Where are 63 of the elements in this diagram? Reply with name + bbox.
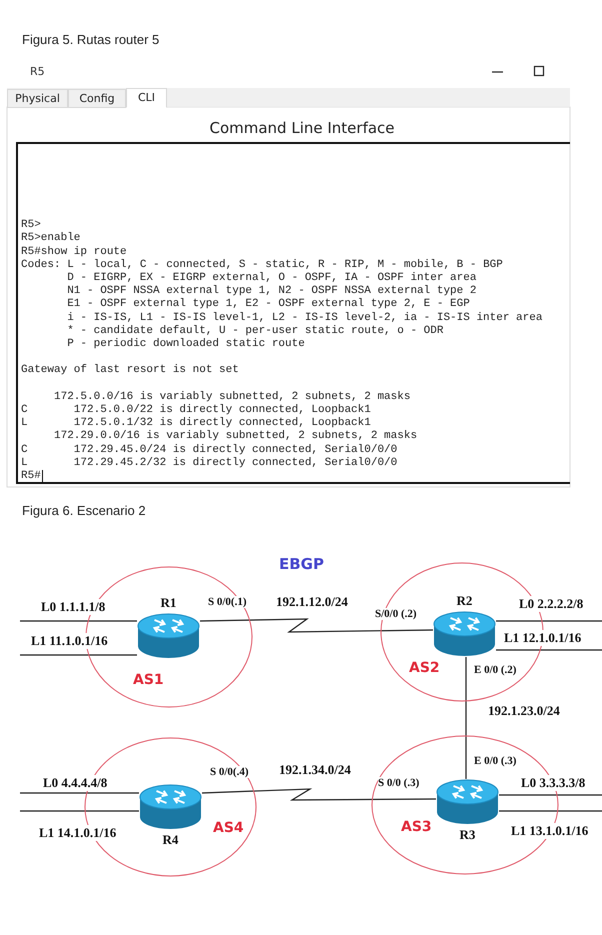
loopback-label: L1 12.1.0.1/16 [503,630,582,646]
terminal-line: E1 - OSPF external type 1, E2 - OSPF external type 2, E - EGP [67,298,470,310]
loopback-label: L0 3.3.3.3/8 [520,775,586,791]
loopback-label: L1 13.1.0.1/16 [510,823,590,839]
terminal-line: i - IS-IS, L1 - IS-IS level-1, L2 - IS-IS level-2, ia - IS-IS inter area [67,312,542,324]
interface-label: S 0/0(.4) [210,766,248,778]
figure-caption: Figura 5. Rutas router 5 [22,32,160,47]
terminal-line: 172.29.0.0/16 is variably subnetted, 2 subnets, 2 masks [54,430,418,442]
terminal-line: * - candidate default, U - per-user static route, o - ODR [67,324,444,338]
terminal-line: D - EIGRP, EX - EIGRP external, O - OSPF, IA - OSPF inter area [67,272,476,284]
terminal-line: R5>enable [21,232,80,244]
terminal-line: P - periodic downloaded static route [67,338,305,350]
terminal-line: R5#show ip route [21,246,127,258]
terminal-line: L [21,456,28,470]
terminal-line: C [21,444,28,456]
interface-label: S 0/0(.1) [208,596,246,608]
interface-line [496,649,602,651]
interface-line [496,620,602,622]
terminal-line: 172.5.0.1/32 is directly connected, Loopback1 [74,416,371,430]
terminal-line: 172.5.0.0/22 is directly connected, Loopback1 [74,404,371,416]
serial-link-line [200,618,433,633]
figure-caption: Figura 6. Escenario 2 [22,503,146,518]
as-label: AS3 [401,819,432,835]
terminal-line: 172.29.45.0/24 is directly connected, Serial0/0/0 [74,444,398,456]
terminal-line: 172.5.0.0/16 is variably subnetted, 2 subnets, 2 masks [54,390,410,404]
terminal-line: R5> [21,218,41,232]
terminal-line: R5# [21,470,41,482]
router-label: R4 [162,832,180,848]
terminal-line: C [21,404,28,416]
serial-link-line [202,788,436,801]
terminal-line: Codes: L - local, C - connected, S - static, R - RIP, M - mobile, B - BGP [21,258,503,272]
interface-line [20,620,137,622]
loopback-label: L0 2.2.2.2/8 [518,596,584,612]
interface-line [20,810,139,812]
loopback-label: L0 4.4.4.4/8 [42,775,108,791]
router-label: R2 [456,593,474,609]
interface-label: E 0/0 (.3) [474,755,516,767]
interface-label: S/0/0 (.2) [375,608,417,620]
interface-line [499,794,602,796]
loopback-label: L1 14.1.0.1/16 [38,825,118,841]
serial-link-line [465,657,467,779]
diagram-heading: EBGP [279,555,324,573]
interface-line [20,654,137,656]
interface-label: S 0/0 (.3) [378,777,420,789]
router-label: R1 [160,595,178,611]
terminal-line: L [21,416,28,430]
interface-label: E 0/0 (.2) [474,664,516,676]
loopback-label: L0 1.1.1.1/8 [40,599,106,615]
interface-line [499,810,602,812]
panel-heading: Command Line Interface [209,119,395,137]
terminal-line: Gateway of last resort is not set [21,364,239,376]
window-title: R5 [30,65,45,78]
tab: CLI [126,88,167,108]
tab: Physical [7,89,68,108]
as-label: AS2 [409,660,440,676]
as-label: AS1 [133,672,164,688]
tab: Config [68,89,126,108]
terminal-line: 172.29.45.2/32 is directly connected, Serial0/0/0 [74,456,398,470]
terminal-line: N1 - OSPF NSSA external type 1, N2 - OSPF NSSA external type 2 [67,284,476,298]
interface-line [20,792,139,794]
loopback-label: L1 11.1.0.1/16 [30,633,109,649]
router-label: R3 [458,827,476,843]
as-label: AS4 [213,820,244,836]
